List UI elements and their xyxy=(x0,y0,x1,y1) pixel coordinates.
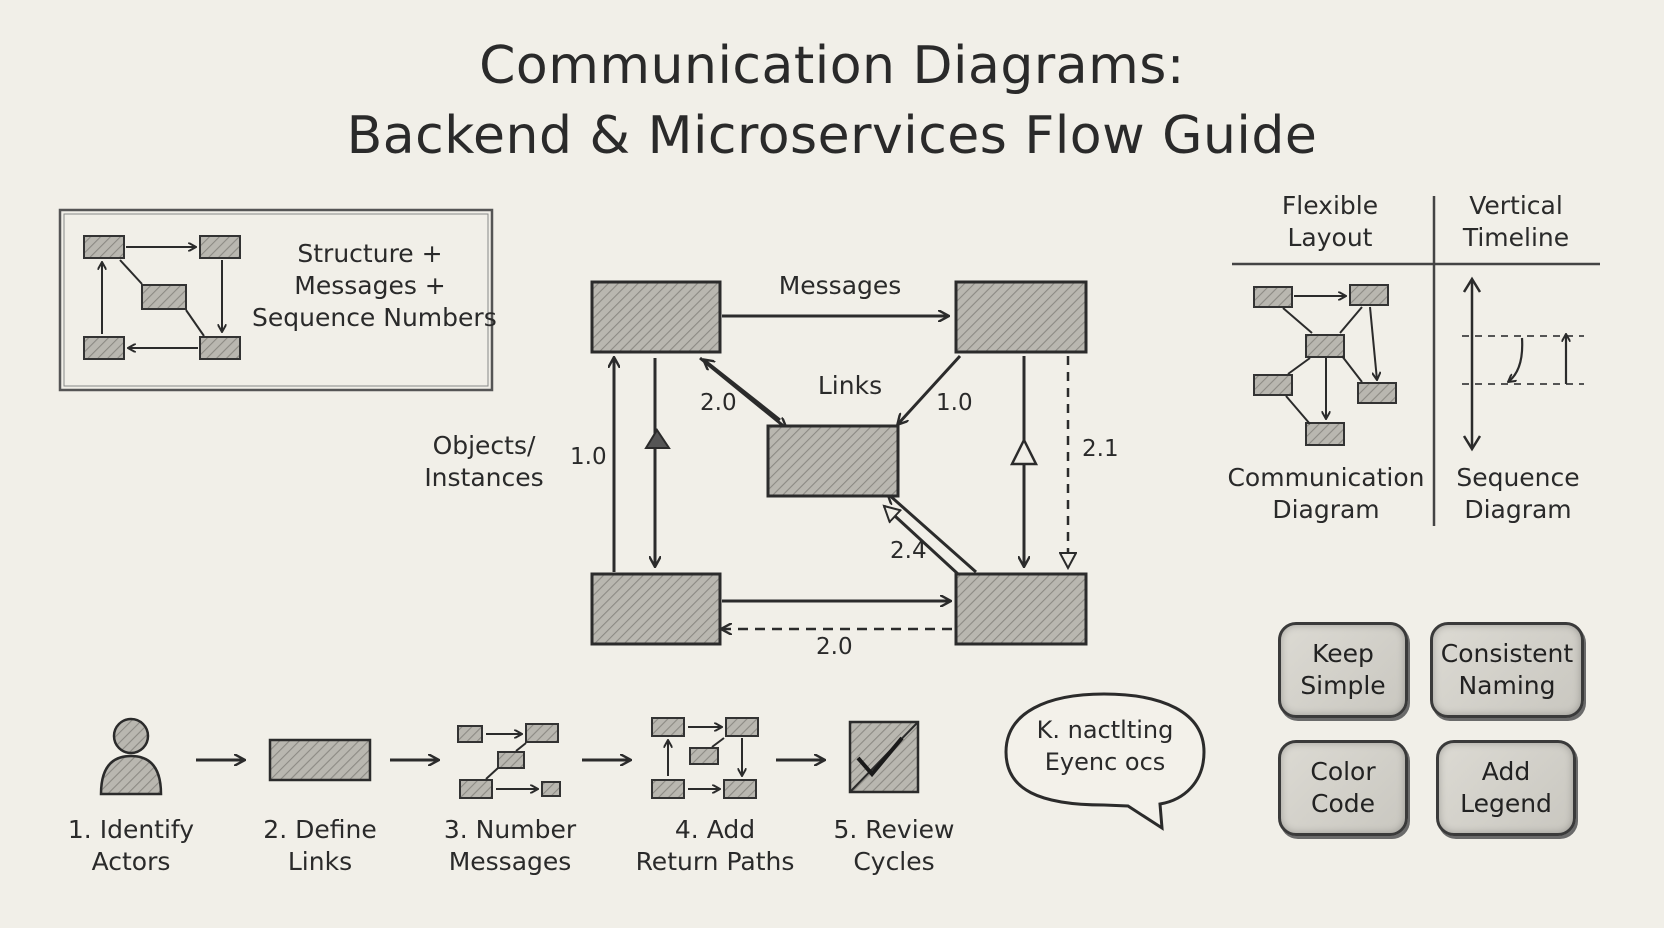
tip-color-code-line-1: Color xyxy=(1310,757,1376,786)
links-label: Links xyxy=(817,371,883,400)
sequence-mini-icon xyxy=(1462,276,1584,452)
seq-number-top-left-diag: 2.0 xyxy=(700,390,737,416)
numbered-boxes-icon xyxy=(457,723,561,799)
objects-label-line-1: Objects/ xyxy=(432,431,536,460)
title-line-2: Backend & Microservices Flow Guide xyxy=(346,106,1318,166)
legend-text-line-3: Sequence Numbers xyxy=(252,303,497,332)
tip-color-code-line-2: Code xyxy=(1310,789,1375,818)
tip-keep-simple-line-1: Keep xyxy=(1312,639,1374,668)
step-1-line-1: 1. Identify xyxy=(67,815,195,844)
communication-caption-line-1: Communication xyxy=(1227,463,1425,492)
tip-add-legend-line-2: Legend xyxy=(1460,789,1552,818)
checkmark-icon xyxy=(848,720,920,794)
messages-label: Messages xyxy=(778,271,902,300)
step-4-line-1: 4. Add xyxy=(674,815,756,844)
object-box-center xyxy=(766,424,900,498)
speech-bubble xyxy=(1004,692,1206,831)
sequence-caption-line-1: Sequence xyxy=(1456,463,1580,492)
seq-number-top-right-diag: 1.0 xyxy=(936,390,973,416)
flexible-header-line-1: Flexible xyxy=(1281,191,1379,220)
seq-number-bottom-diag: 2.4 xyxy=(890,538,927,564)
legend-text-line-1: Structure + xyxy=(297,239,443,268)
step-5-line-1: 5. Review xyxy=(833,815,955,844)
person-icon xyxy=(99,717,163,796)
vertical-header-line-2: Timeline xyxy=(1462,223,1570,252)
tip-consistent-naming-line-1: Consistent xyxy=(1440,639,1574,668)
flexible-header-line-2: Layout xyxy=(1287,223,1373,252)
step-3-line-1: 3. Number xyxy=(443,815,577,844)
step-4-line-2: Return Paths xyxy=(635,847,795,876)
legend-box xyxy=(58,208,494,392)
tip-consistent-naming-line-2: Naming xyxy=(1458,671,1556,700)
objects-label-line-2: Instances xyxy=(424,463,544,492)
box-icon xyxy=(268,738,372,782)
communication-mini-icon xyxy=(1253,284,1397,446)
tip-add-legend-line-1: Add xyxy=(1481,757,1531,786)
return-paths-icon xyxy=(651,717,759,799)
seq-number-bottom-return: 2.0 xyxy=(816,634,853,660)
sequence-caption-line-2: Diagram xyxy=(1464,495,1572,524)
object-box-top-right xyxy=(954,280,1088,354)
mini-diagram-icon xyxy=(83,235,241,360)
object-box-top-left xyxy=(590,280,722,354)
steps-row xyxy=(99,717,920,799)
seq-number-right-dashed: 2.1 xyxy=(1082,436,1119,462)
comparison-panel xyxy=(1232,196,1600,526)
step-2-line-1: 2. Define xyxy=(263,815,377,844)
speech-bubble-line-1: K. nactlting xyxy=(1036,716,1174,744)
step-1-line-2: Actors xyxy=(91,847,171,876)
object-box-bottom-left xyxy=(590,572,722,646)
vertical-header-line-1: Vertical xyxy=(1469,191,1563,220)
communication-caption-line-2: Diagram xyxy=(1272,495,1380,524)
main-communication-diagram xyxy=(590,280,1088,646)
step-2-line-2: Links xyxy=(287,847,353,876)
seq-number-left-outer: 1.0 xyxy=(570,444,607,470)
step-5-line-2: Cycles xyxy=(853,847,935,876)
legend-text-line-2: Messages + xyxy=(294,271,446,300)
tip-keep-simple-line-2: Simple xyxy=(1300,671,1386,700)
speech-bubble-line-2: Eyenc ocs xyxy=(1044,748,1166,776)
object-box-bottom-right xyxy=(954,572,1088,646)
step-3-line-2: Messages xyxy=(448,847,572,876)
title-line-1: Communication Diagrams: xyxy=(479,36,1185,96)
